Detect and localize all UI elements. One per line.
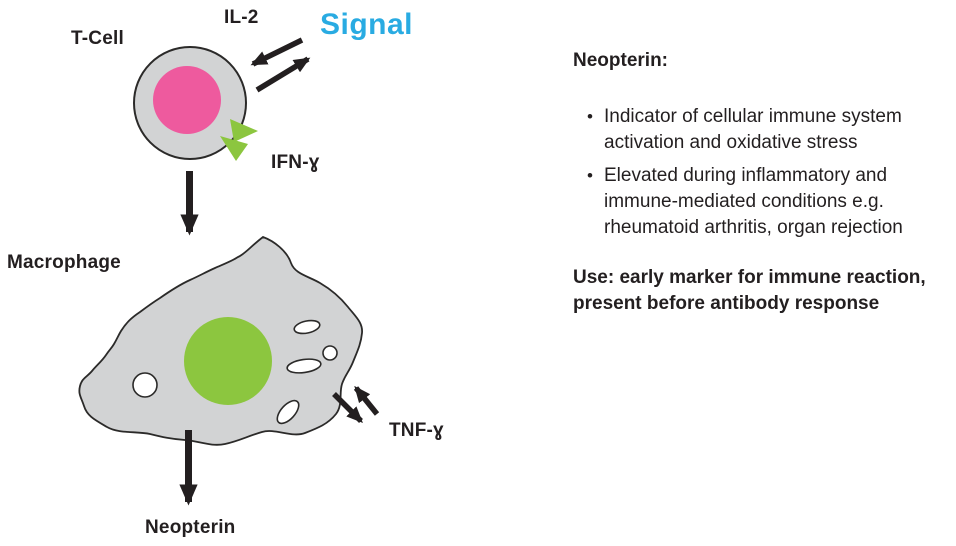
use-note: Use: early marker for immune reaction, p… xyxy=(573,267,926,314)
bullet-dot-icon: • xyxy=(587,107,593,126)
macrophage-to-tnf-arrow xyxy=(332,392,363,423)
tnf-gamma-label: TNF-ɣ xyxy=(389,420,444,441)
info-panel-heading: Neopterin: xyxy=(573,50,668,71)
neopterin-label: Neopterin xyxy=(145,517,236,538)
t-cell-receptor-icon xyxy=(220,136,248,161)
t-cell-receptor-icon xyxy=(230,119,258,142)
macrophage-nucleus xyxy=(184,317,272,405)
tnf-to-macrophage-arrow xyxy=(353,385,380,416)
t-cell-shape xyxy=(133,46,258,161)
t-cell-label: T-Cell xyxy=(71,28,124,49)
signal-to-cell-arrow xyxy=(250,37,304,67)
t-cell-nucleus xyxy=(153,66,221,134)
bullet-text: Indicator of cellular immune system acti… xyxy=(604,106,902,153)
info-bullet-list: • Indicator of cellular immune system ac… xyxy=(573,104,956,241)
vacuole xyxy=(293,319,321,335)
vacuole xyxy=(322,345,338,361)
il2-label: IL-2 xyxy=(224,7,259,28)
pathway-diagram xyxy=(78,37,380,506)
ifn-gamma-label: IFN-ɣ xyxy=(271,152,320,173)
bullet-text: Elevated during inflammatory and immune-… xyxy=(604,165,903,238)
macrophage-label: Macrophage xyxy=(7,252,121,273)
vacuole xyxy=(276,399,300,425)
bullet-item: • Elevated during inflammatory and immun… xyxy=(573,163,956,241)
bullet-item: • Indicator of cellular immune system ac… xyxy=(573,104,956,156)
macrophage-shape xyxy=(78,235,363,446)
vacuole xyxy=(286,358,322,374)
signal-label: Signal xyxy=(320,8,414,41)
bullet-dot-icon: • xyxy=(587,166,593,185)
info-panel: Neopterin: • Indicator of cellular immun… xyxy=(573,50,956,317)
cell-to-signal-arrow xyxy=(255,56,311,93)
vacuole xyxy=(132,372,158,398)
